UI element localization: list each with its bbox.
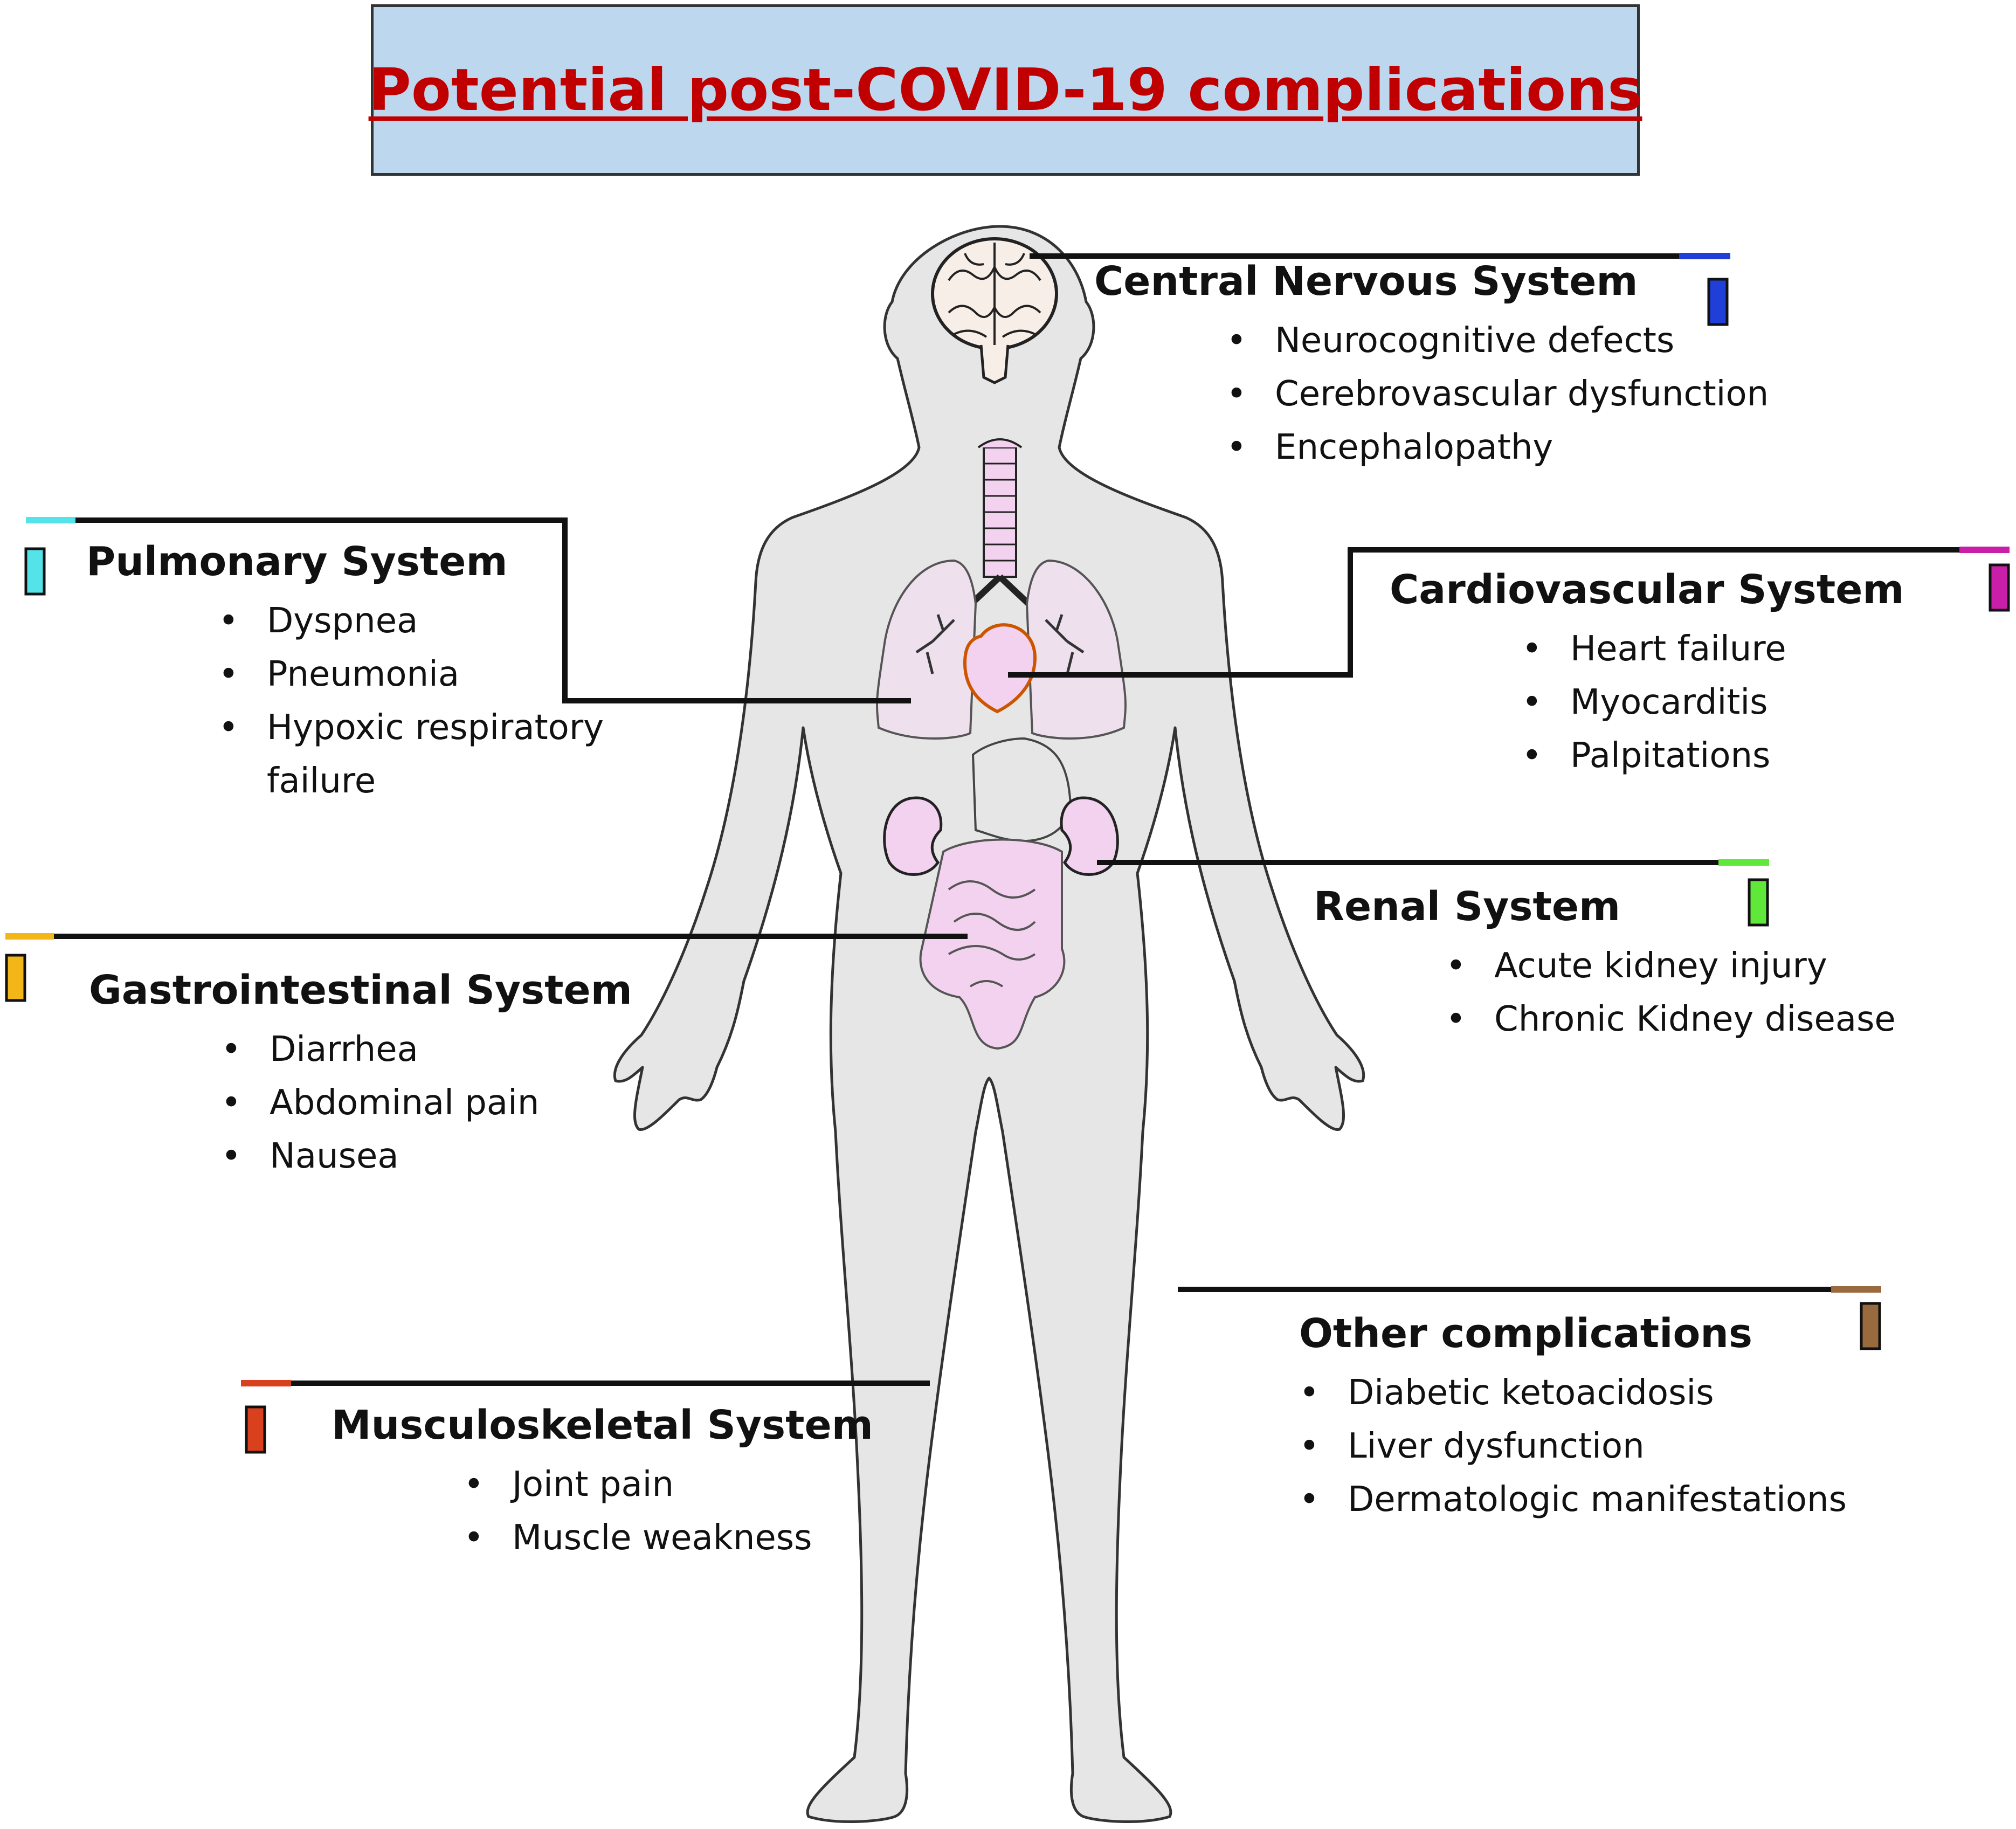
list-item: Myocarditis [1522,676,1904,729]
list-item: Nausea [221,1130,632,1183]
cardiovascular-connector [1008,547,2010,678]
kidney-left [883,796,943,876]
other-list: Diabetic ketoacidosis Liver dysfunction … [1299,1366,1847,1527]
list-item: Muscle weakness [464,1511,873,1565]
title-box: Potential post-COVID-19 complications [368,4,1642,176]
other-heading: Other complications [1299,1310,1753,1357]
gastrointestinal-color-marker [5,954,26,1002]
list-item: Dermatologic manifestations [1299,1473,1847,1527]
list-item: Pneumonia [218,648,682,701]
section-pulmonary: Pulmonary System Dyspnea Pneumonia Hypox… [86,539,682,808]
list-item: Joint pain [464,1458,873,1511]
musculoskeletal-color-marker [245,1405,266,1454]
list-item: Neurocognitive defects [1226,314,1769,368]
list-item: Abdominal pain [221,1076,632,1130]
list-item: Chronic Kidney disease [1446,993,1896,1046]
pulmonary-list: Dyspnea Pneumonia Hypoxic respiratory fa… [218,595,682,808]
cardiovascular-list: Heart failure Myocarditis Palpitations [1522,623,1904,783]
list-item: Dyspnea [218,595,682,648]
pulmonary-color-marker [24,547,46,596]
heart [963,623,1037,714]
list-item: Diarrhea [221,1023,632,1076]
musculoskeletal-connector [241,1380,930,1454]
gastrointestinal-heading: Gastrointestinal System [89,967,632,1013]
renal-color-marker [1748,878,1769,927]
brain [931,237,1058,384]
pulmonary-heading: Pulmonary System [86,539,508,585]
section-cardiovascular: Cardiovascular System Heart failure Myoc… [1390,567,1904,783]
musculoskeletal-heading: Musculoskeletal System [332,1402,873,1448]
section-gastrointestinal: Gastrointestinal System Diarrhea Abdomin… [89,967,632,1183]
cardiovascular-color-marker [1989,563,2010,612]
gastrointestinal-connector [5,933,968,1002]
musculoskeletal-list: Joint pain Muscle weakness [464,1458,873,1565]
list-item: Liver dysfunction [1299,1420,1847,1473]
list-item: Diabetic ketoacidosis [1299,1366,1847,1420]
cns-list: Neurocognitive defects Cerebrovascular d… [1226,314,1769,474]
other-connector [1178,1286,1881,1350]
list-item: Cerebrovascular dysfunction [1226,368,1769,421]
list-item: Encephalopathy [1226,421,1769,474]
section-cns: Central Nervous System Neurocognitive de… [1094,258,1769,474]
renal-list: Acute kidney injury Chronic Kidney disea… [1446,940,1896,1046]
cardiovascular-heading: Cardiovascular System [1390,567,1904,613]
cns-heading: Central Nervous System [1094,258,1638,305]
list-item: Acute kidney injury [1446,940,1896,993]
list-item: Heart failure [1522,623,1904,676]
list-item: Hypoxic respiratory failure [218,701,682,808]
intestines [919,838,1066,1050]
renal-heading: Renal System [1314,884,1621,930]
diagram-title: Potential post-COVID-19 complications [368,56,1642,124]
section-renal: Renal System Acute kidney injury Chronic… [1314,884,1896,1046]
kidney-right [1060,796,1119,876]
lungs [876,559,1127,740]
gastrointestinal-list: Diarrhea Abdominal pain Nausea [221,1023,632,1183]
renal-connector [1097,859,1769,927]
list-item: Palpitations [1522,729,1904,783]
other-color-marker [1860,1302,1881,1350]
section-other: Other complications Diabetic ketoacidosi… [1299,1310,1847,1527]
section-musculoskeletal: Musculoskeletal System Joint pain Muscle… [332,1402,873,1565]
